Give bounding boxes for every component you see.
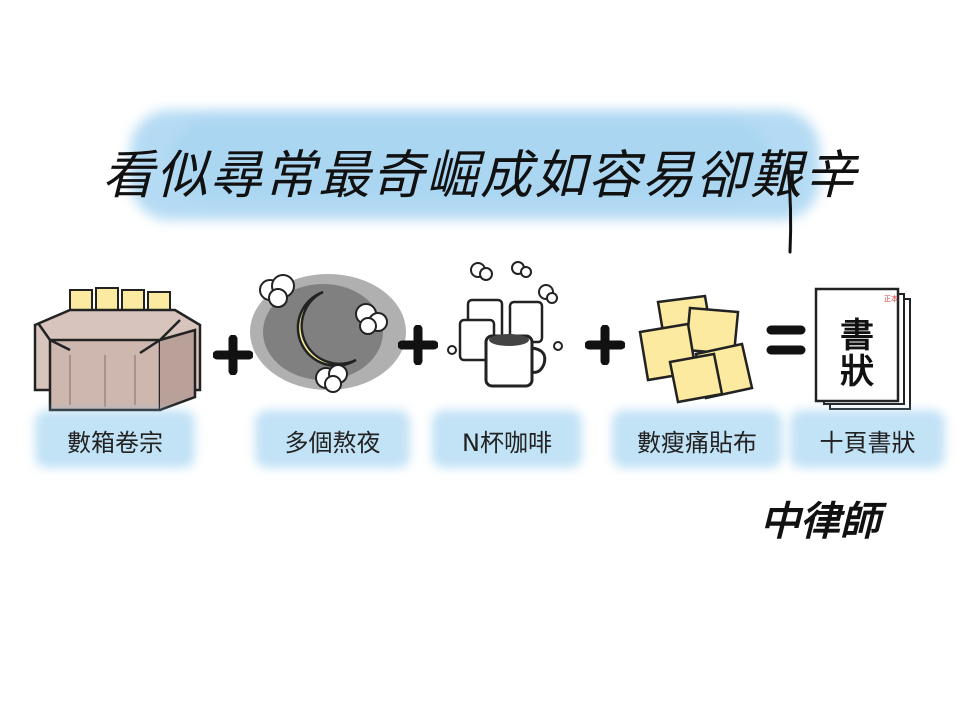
label-wash-3 — [432, 410, 582, 468]
signature: 中律師 — [760, 498, 880, 545]
moon-night-icon — [250, 274, 406, 393]
label-wash-5 — [790, 410, 945, 468]
coffee-cups-icon — [447, 261, 563, 388]
label-wash-4 — [612, 410, 782, 468]
stamp-text: 正本 — [884, 294, 898, 303]
plus-sign — [398, 325, 438, 365]
item-label-file-boxes: 數箱卷宗 — [67, 428, 163, 457]
pain-patches-icon — [638, 294, 754, 404]
file-boxes-icon — [33, 287, 202, 412]
title-part-1: 看似尋常最奇崛 — [101, 145, 480, 206]
title-stroke — [786, 163, 793, 254]
item-label-night: 多個熬夜 — [284, 428, 381, 457]
title-wash-2 — [170, 120, 770, 200]
title: 看似尋常最奇崛 成如容易卻艱辛 — [102, 120, 856, 220]
item-label-brief: 十頁書狀 — [819, 428, 916, 457]
legal-brief-icon: 正本 書 狀 — [814, 287, 911, 410]
doc-char-2: 狀 — [840, 352, 874, 392]
item-label-coffee: N杯咖啡 — [462, 428, 552, 457]
equals-sign — [766, 325, 806, 355]
plus-sign — [213, 335, 253, 375]
label-wash-1 — [35, 410, 195, 468]
item-label-patches: 數瘦痛貼布 — [637, 428, 757, 457]
plus-sign — [585, 325, 625, 365]
title-part-2: 成如容易卻艱辛 — [480, 145, 859, 206]
doc-char-1: 書 — [840, 316, 874, 356]
label-wash-2 — [255, 410, 410, 468]
